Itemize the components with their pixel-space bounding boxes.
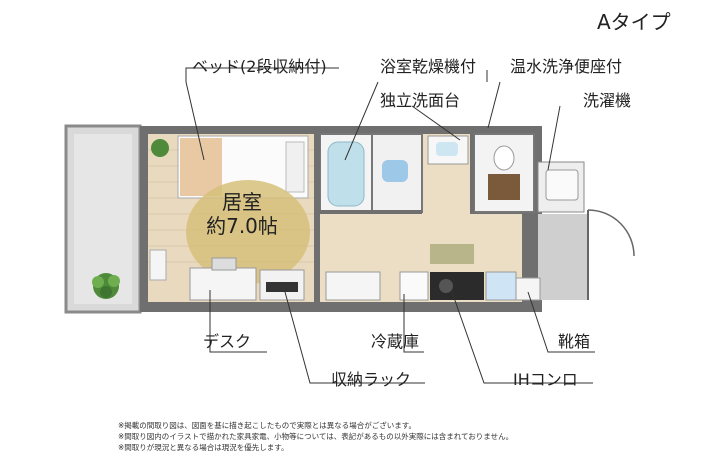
room-size: 約7.0帖 [206,214,278,238]
desk [189,267,257,301]
disclaimer-notes: ※掲載の間取り図は、図面を基に描き起こしたもので実際とは異なる場合がございます。… [118,420,513,453]
label-bath: 浴室乾燥機付 [380,57,477,76]
ih-stove [430,272,484,300]
washer-icon [545,169,579,201]
living-room-label: 居室 約7.0帖 [197,190,287,238]
plan-type-title: Aタイプ [597,10,671,34]
label-bed: ベッド(2段収納付) [192,57,327,76]
toilet-icon [493,145,515,171]
fridge [399,271,429,301]
shoe-box [515,277,541,301]
label-washer: 洗濯機 [583,91,632,110]
label-washbasin: 独立洗面台 [380,91,461,110]
label-fridge: 冷蔵庫 [371,332,420,351]
label-rack: 収納ラック [331,370,412,389]
label-ih: IHコンロ [513,370,578,389]
note-line: ※間取りが現況と異なる場合は現況を優先します。 [118,443,289,452]
note-line: ※間取り図内のイラストで描かれた家具家電、小物等については、表記があるもの以外実… [118,432,514,441]
note-line: ※掲載の間取り図は、図面を基に描き起こしたもので実際とは異なる場合がございます。 [118,421,417,430]
label-shoe-box: 靴箱 [558,332,591,351]
label-desk: デスク [203,332,252,351]
label-toilet: 温水洗浄便座付 [510,57,623,76]
plant-icon [92,273,120,299]
room-name: 居室 [222,190,262,214]
entrance [538,214,588,300]
